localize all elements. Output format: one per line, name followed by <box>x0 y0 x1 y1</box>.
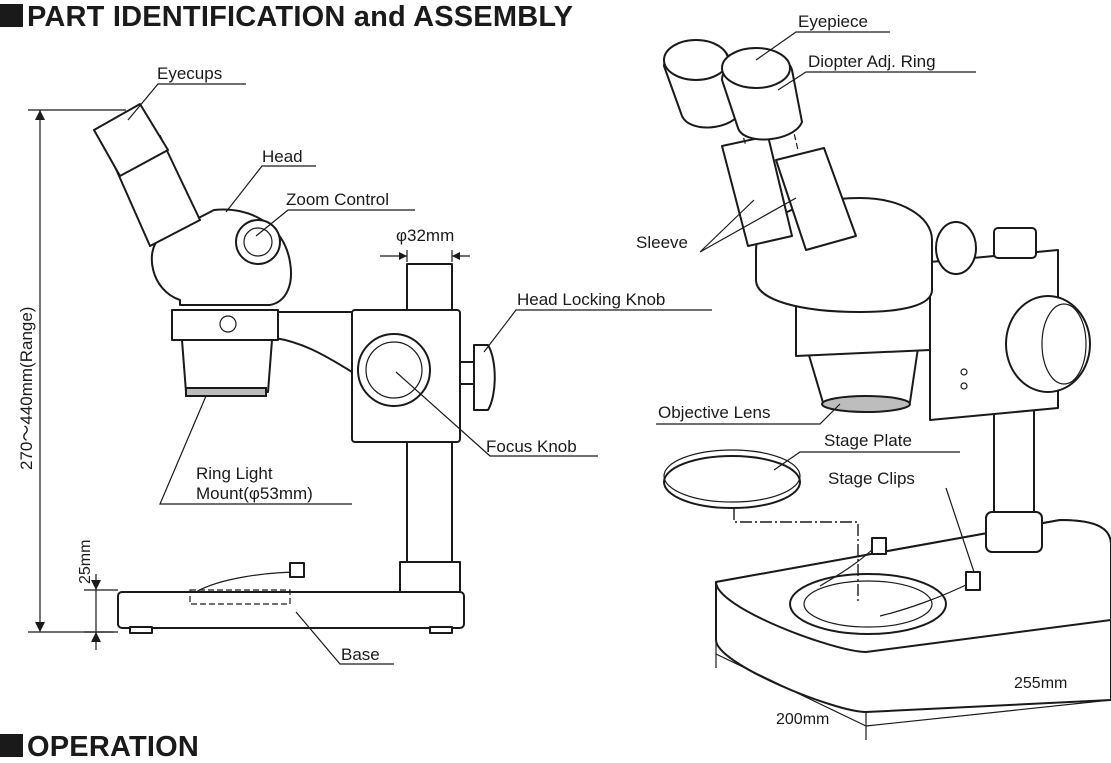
pillar-collar <box>985 511 1043 553</box>
dimension-width: 255mm <box>1014 675 1067 692</box>
focus-knob <box>357 333 431 407</box>
pillar-cap <box>406 263 453 313</box>
label-focus-knob: Focus Knob <box>486 437 577 456</box>
eyepiece-left-cup <box>663 39 729 81</box>
head-locking-knob <box>473 344 496 411</box>
zoom-control <box>935 221 977 275</box>
left-microscope-side-view <box>28 83 712 665</box>
label-stage-clips: Stage Clips <box>828 469 915 488</box>
pillar-cap <box>993 227 1037 259</box>
arm <box>274 311 353 373</box>
label-base: Base <box>341 645 380 664</box>
base-foot <box>429 626 453 634</box>
stage-clip-post <box>871 537 887 555</box>
objective-lens <box>185 387 267 397</box>
base <box>117 591 465 629</box>
label-zoom-control: Zoom Control <box>286 190 389 209</box>
stage-opening <box>789 573 947 635</box>
heading-square-icon <box>0 4 23 27</box>
pillar-collar <box>399 561 461 595</box>
label-ring-light-mount: Mount(φ53mm) <box>196 484 313 503</box>
stage-plate <box>663 455 801 509</box>
dimension-base-height: 25mm <box>77 540 94 584</box>
section-heading-part-identification: PART IDENTIFICATION and ASSEMBLY <box>0 3 573 32</box>
objective-housing <box>181 339 273 393</box>
label-head-locking-knob: Head Locking Knob <box>517 290 665 309</box>
zoom-control <box>235 219 281 265</box>
label-ring-light: Ring Light <box>196 464 273 483</box>
label-diopter-ring: Diopter Adj. Ring <box>808 52 936 71</box>
base-foot <box>129 626 153 634</box>
head-holder <box>171 309 279 341</box>
sleeve-left <box>721 135 793 247</box>
clip-recess <box>189 589 291 605</box>
right-microscope-3d-view <box>656 31 1111 740</box>
sleeve-right <box>775 147 857 251</box>
heading-square-icon <box>0 734 23 757</box>
stage-clip-post <box>289 562 305 578</box>
stage-clip <box>879 581 973 617</box>
stage-clip <box>195 571 301 593</box>
label-objective-lens: Objective Lens <box>658 403 770 422</box>
stage-clip-post <box>965 571 981 591</box>
pillar <box>993 404 1035 518</box>
label-sleeve: Sleeve <box>636 233 688 252</box>
head-locking-knob-shaft <box>459 361 475 385</box>
eyecup <box>93 103 169 177</box>
label-diameter-32: φ32mm <box>396 226 454 245</box>
label-eyepiece: Eyepiece <box>798 12 868 31</box>
objective-lens <box>821 395 911 413</box>
heading-text: PART IDENTIFICATION and ASSEMBLY <box>27 1 574 33</box>
label-eyecups: Eyecups <box>157 64 222 83</box>
focus-knob <box>1005 295 1091 393</box>
dimension-height-range: 270～440mm(Range) <box>17 307 36 470</box>
eyepiece-right-cup <box>721 47 791 89</box>
dimension-depth: 200mm <box>776 711 829 728</box>
label-head: Head <box>262 147 303 166</box>
label-stage-plate: Stage Plate <box>824 431 912 450</box>
